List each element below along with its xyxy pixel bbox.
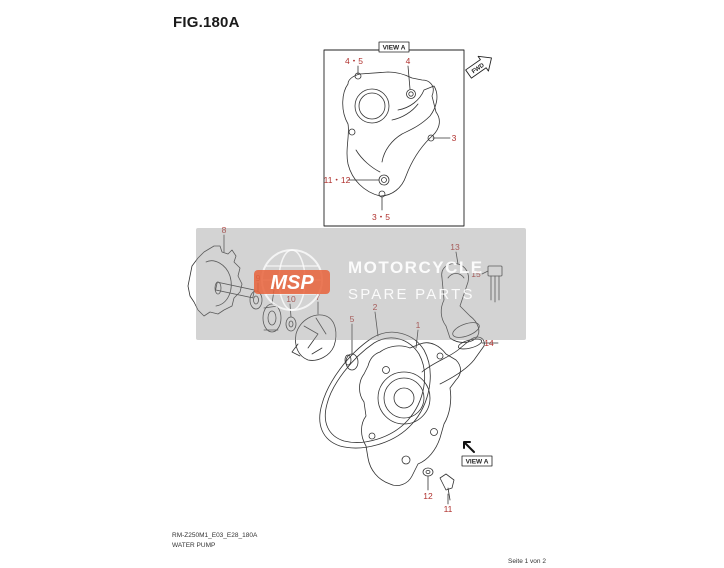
gear-part-8 (187, 245, 243, 317)
callout-14: 14 (484, 338, 494, 348)
shaft-part-9 (214, 281, 255, 299)
callout-12: 12 (423, 491, 433, 501)
gasket-part-2 (319, 331, 431, 449)
callout-3-5: 3・5 (372, 212, 390, 222)
view-a-direction-arrow-icon (463, 441, 475, 453)
view-a-box-label: VIEW A (383, 45, 406, 52)
view-a-callouts: 4・5 4 3 11・12 3・5 (324, 56, 457, 222)
callout-2: 2 (373, 302, 378, 312)
figure-title: FIG.180A (173, 14, 240, 31)
callout-15: 15 (471, 269, 481, 279)
impeller-part-7 (291, 314, 337, 361)
callout-13: 13 (450, 242, 460, 252)
fwd-arrow-icon: FWD (465, 55, 492, 79)
callout-11: 11 (444, 504, 453, 514)
o-ring-part-14 (457, 338, 483, 350)
callout-11-12: 11・12 (324, 175, 351, 185)
pump-housing-part-1 (359, 336, 485, 486)
page-indicator: Seite 1 von 2 (508, 558, 546, 565)
figure-name: WATER PUMP (172, 542, 216, 549)
msp-logo-icon: MSP (254, 249, 330, 311)
watermark-line1: MOTORCYCLE (348, 258, 484, 277)
washer-part-12 (422, 467, 434, 477)
watermark-line2: SPARE PARTS (348, 286, 475, 303)
callout-4: 4 (406, 56, 411, 66)
drain-bolt-part-11 (439, 473, 455, 501)
callout-3: 3 (452, 133, 457, 143)
callout-4-5: 4・5 (345, 56, 363, 66)
view-a-main-label: VIEW A (466, 459, 489, 466)
callout-10: 10 (286, 294, 296, 304)
watermark-logo-text: MSP (270, 272, 314, 294)
callout-1: 1 (416, 320, 421, 330)
view-a-main-label-frame (461, 455, 493, 467)
callout-8: 8 (222, 225, 227, 235)
pump-cover-view-a (342, 71, 440, 198)
view-a-inset: VIEW A FWD (323, 41, 492, 227)
figure-code: RM-Z250M1_E03_E28_180A (172, 532, 258, 539)
watermark-band (196, 228, 526, 340)
callout-5: 5 (350, 314, 355, 324)
callout-7: 7 (316, 292, 321, 302)
